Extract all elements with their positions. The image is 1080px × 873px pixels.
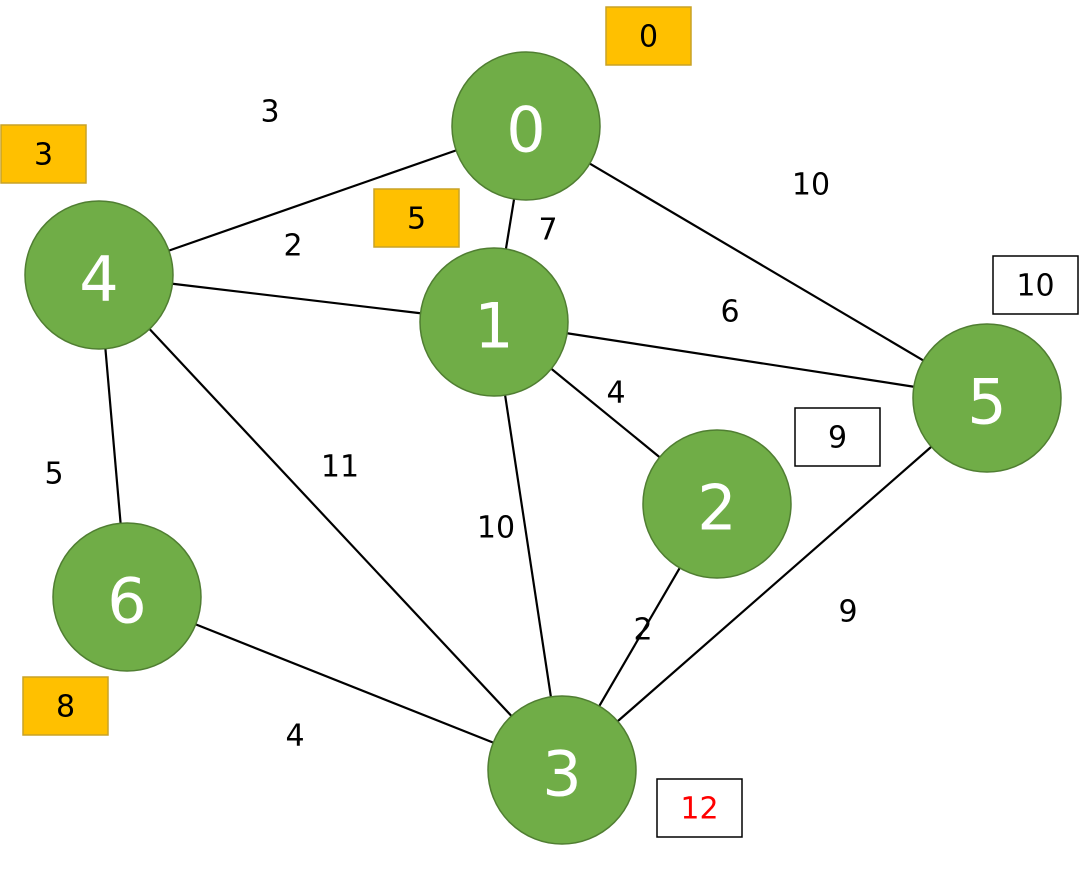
distance-box-2 [794,407,881,467]
node-label-3: 3 [542,738,581,811]
node-1: 1 [419,247,569,397]
distance-box-1 [373,188,460,248]
node-circle-1 [419,247,569,397]
edge-weight-4-0: 3 [260,95,279,130]
distance-badge-0: 0 [605,6,692,66]
edge-1-5 [566,332,915,388]
distance-badge-1: 5 [373,188,460,248]
distance-box-5 [992,255,1079,315]
distance-value-3: 12 [680,792,718,827]
node-3: 3 [487,695,637,845]
distance-value-0: 0 [639,20,658,55]
distance-box-3 [656,778,743,838]
node-0: 0 [451,51,601,201]
distance-value-6: 8 [56,690,75,725]
node-label-6: 6 [107,565,146,638]
distance-badge-2: 9 [794,407,881,467]
node-label-0: 0 [506,94,545,167]
edge-0-1 [504,198,516,250]
edge-4-0 [168,149,457,252]
distance-box-6 [22,676,109,736]
edge-1-3 [504,394,552,698]
node-circle-6 [52,522,202,672]
edge-weight-0-5: 10 [792,168,830,203]
edge-weight-6-3: 4 [285,719,304,754]
node-2: 2 [642,429,792,579]
edge-5-3 [616,445,933,723]
distance-badge-3: 12 [656,778,743,838]
node-label-1: 1 [474,290,513,363]
node-circle-5 [912,323,1062,473]
node-label-5: 5 [967,366,1006,439]
edge-weight-4-3: 11 [321,450,359,485]
distance-value-2: 9 [828,421,847,456]
edges-layer [104,149,933,744]
edge-weight-4-1: 2 [283,229,302,264]
distance-badge-6: 8 [22,676,109,736]
node-5: 5 [912,323,1062,473]
edge-weight-4-6: 5 [44,457,63,492]
distance-box-0 [605,6,692,66]
distance-box-4 [0,124,87,184]
edge-weight-5-3: 9 [838,595,857,630]
edge-weight-1-3: 10 [477,511,515,546]
node-4: 4 [24,200,174,350]
distance-value-1: 5 [407,202,426,237]
edge-4-3 [148,328,513,717]
edge-2-3 [598,567,681,707]
distance-badge-4: 3 [0,124,87,184]
node-circle-3 [487,695,637,845]
distance-value-4: 3 [34,138,53,173]
distance-badge-5: 10 [992,255,1079,315]
edge-6-3 [195,623,494,744]
edge-1-2 [550,367,661,459]
edge-4-1 [172,282,421,315]
edge-weight-2-3: 2 [633,613,652,648]
edge-4-6 [104,348,122,524]
node-6: 6 [52,522,202,672]
edge-weight-1-2: 4 [606,376,625,411]
node-circle-2 [642,429,792,579]
edge-0-5 [589,162,924,362]
node-circle-0 [451,51,601,201]
distance-value-5: 10 [1016,269,1054,304]
node-label-2: 2 [697,472,736,545]
edge-weight-1-5: 6 [720,295,739,330]
edge-weight-0-1: 7 [538,213,557,248]
node-circle-4 [24,200,174,350]
node-label-4: 4 [79,243,118,316]
